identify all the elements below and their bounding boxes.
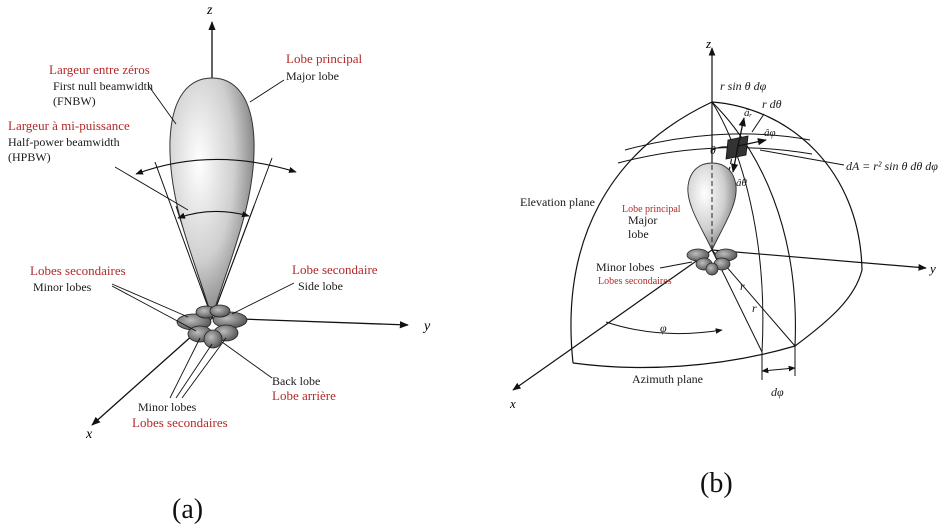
label-elevation-plane: Elevation plane	[520, 195, 595, 209]
hpbw-line-right	[211, 205, 255, 319]
label-fnbw-2: (FNBW)	[53, 94, 96, 108]
label-a-phi: âφ	[764, 127, 776, 139]
side-lobe-leader	[231, 282, 295, 315]
latitude-band-2	[617, 147, 813, 164]
label-largeur-mi: Largeur à mi-puissance	[8, 118, 130, 133]
label-dphi: dφ	[771, 385, 784, 399]
major-lobe-leader	[249, 79, 285, 103]
elemental-area	[725, 135, 749, 160]
label-lobe-b: lobe	[628, 227, 649, 241]
label-azimuth-plane: Azimuth plane	[632, 372, 703, 386]
label-lobe-arriere: Lobe arrière	[272, 388, 336, 403]
label-minor-lobes-bottom: Minor lobes	[138, 400, 197, 414]
minor-lobes-a	[176, 304, 248, 349]
minor-lobes-bottom-leader-1	[169, 337, 201, 399]
a-phi-vector	[737, 138, 767, 147]
back-lobe-leader	[221, 341, 273, 379]
caption-a: (a)	[172, 494, 203, 525]
phi-arc	[605, 321, 723, 335]
y-axis-label-a: y	[422, 319, 431, 334]
a-theta-vector	[730, 145, 739, 173]
label-lobes-secondaires-b: Lobes secondaires	[598, 276, 672, 287]
theta-arc	[711, 146, 729, 151]
label-dA: dA = r² sin θ dθ dφ	[846, 159, 938, 173]
label-r2: r	[752, 301, 757, 315]
x-axis-label-b: x	[509, 396, 516, 411]
label-a-theta: âθ	[736, 177, 748, 189]
minor-lobes-b-leader	[659, 261, 693, 269]
latitude-band-1	[624, 133, 811, 151]
label-minor-lobes-b: Minor lobes	[596, 260, 655, 274]
label-r-sin-dphi: r sin θ dφ	[720, 79, 767, 93]
x-axis-label-a: x	[85, 427, 93, 442]
major-lobe-a	[169, 77, 255, 320]
label-major-lobe-a: Major lobe	[286, 69, 339, 83]
fnbw-leader	[147, 84, 177, 125]
label-r1: r	[740, 279, 745, 293]
da-leader	[759, 149, 845, 166]
label-minor-lobes-top: Minor lobes	[33, 280, 92, 294]
minor-lobes-leader-2	[111, 285, 197, 332]
fnbw-arc	[135, 158, 297, 175]
caption-b: (b)	[700, 468, 733, 499]
x-axis-b	[512, 249, 713, 391]
r-dtheta-dimension	[751, 113, 765, 133]
label-theta: θ	[710, 143, 716, 157]
minor-lobes-leader-1	[111, 283, 189, 318]
meridian-inner	[711, 101, 764, 353]
meridian-back	[711, 101, 796, 347]
label-lobe-principal-b: Lobe principal	[622, 204, 681, 215]
label-side-lobe: Side lobe	[298, 279, 343, 293]
minor-lobes-bottom-leader-3	[181, 337, 227, 399]
azimuth-plane-right	[794, 269, 863, 347]
hpbw-arc	[177, 210, 250, 219]
a-r-vector	[737, 117, 746, 147]
label-r-dtheta: r dθ	[762, 97, 782, 111]
label-lobe-secondaire: Lobe secondaire	[292, 262, 378, 277]
azimuth-plane-front	[572, 345, 796, 369]
panel-a: z y x La	[8, 3, 431, 525]
z-axis-label-a: z	[206, 3, 213, 18]
label-back-lobe: Back lobe	[272, 374, 320, 388]
label-hpbw-2: (HPBW)	[8, 150, 51, 164]
panel-b: z y x r sin θ dφ r dθ	[509, 36, 938, 499]
z-axis-label-b: z	[705, 36, 711, 51]
y-axis-label-b: y	[928, 261, 936, 276]
minor-lobes-b	[686, 248, 738, 276]
label-phi: φ	[660, 321, 667, 335]
hpbw-leader	[114, 166, 189, 211]
label-lobes-secondaires-bottom: Lobes secondaires	[132, 415, 228, 430]
dphi-dimension	[761, 365, 796, 374]
label-hpbw-1: Half-power beamwidth	[8, 135, 120, 149]
label-largeur-zeros: Largeur entre zéros	[49, 62, 150, 77]
minor-lobes-bottom-leader-2	[175, 343, 213, 399]
label-lobe-principal-a: Lobe principal	[286, 51, 363, 66]
label-a-r: âᵣ	[744, 107, 753, 119]
label-fnbw-1: First null beamwidth	[53, 79, 153, 93]
label-lobes-secondaires-top: Lobes secondaires	[30, 263, 126, 278]
label-major-b: Major	[628, 213, 657, 227]
fnbw-line-left	[154, 161, 213, 319]
y-axis-b	[711, 249, 927, 271]
